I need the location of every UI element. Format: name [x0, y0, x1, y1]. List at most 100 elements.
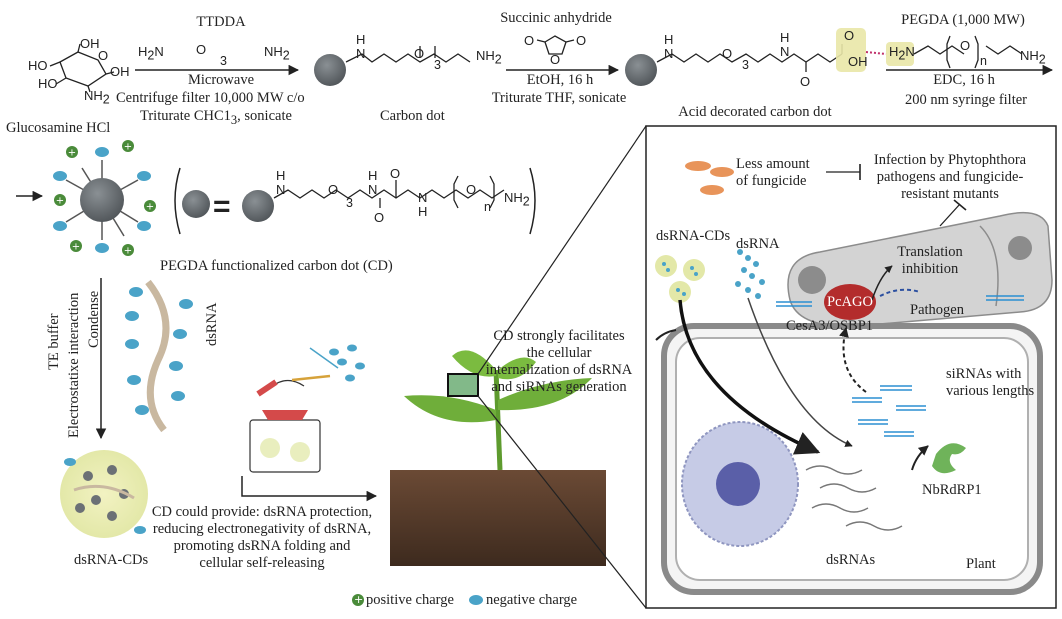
acid-h2: H: [780, 30, 790, 45]
pegda-nh: NH: [1020, 48, 1039, 63]
plant-sirnas: [852, 385, 926, 437]
pegda-nh-sub: 2: [1038, 52, 1046, 67]
pathogen-nucleus-1: [798, 266, 826, 294]
fungicide-particles: [685, 161, 734, 195]
svg-text:+: +: [124, 142, 132, 153]
plant-dsrnas: [805, 465, 903, 531]
formula-n2: N: [368, 182, 378, 197]
anhydride-o-right: O: [576, 33, 587, 48]
legend-dots: [352, 594, 483, 606]
triturate-text: Triturate CHC1: [140, 108, 231, 124]
legend-negative: negative charge: [486, 592, 578, 608]
cd-facilitates-line-3: internalization of dsRNA: [485, 362, 633, 378]
electrostatic-label: Electrostatixe interaction: [66, 292, 82, 438]
acid-sub3: 3: [742, 58, 749, 72]
acid-dot-core: [625, 54, 657, 86]
translation-arrow: [871, 265, 893, 301]
infection-line-2: pathogens and fungicide-: [876, 169, 1024, 185]
pegda-h2n: H2N: [889, 44, 915, 63]
acid-o: O: [722, 46, 733, 61]
succinic-anhydride-structure: [536, 35, 575, 55]
step2-condition-below: Triturate THF, sonicate: [491, 90, 627, 106]
chem-ho2: HO: [38, 76, 58, 91]
step1-condition-above: Microwave: [187, 72, 255, 88]
nh2-sub: 2: [282, 48, 290, 63]
panel-dsrna: [735, 249, 765, 299]
step3-condition-above: EDC, 16 h: [933, 72, 995, 88]
step1-nh2: NH2: [264, 44, 290, 63]
cd-provide-line-3: promoting dsRNA folding and: [173, 538, 351, 554]
acid-dot-chain: [656, 44, 843, 72]
svg-text:+: +: [68, 148, 76, 159]
dsrna-helix: [125, 279, 193, 433]
dsrnas-label: dsRNAs: [826, 552, 876, 568]
panel-dsrna-label: dsRNA: [736, 236, 780, 252]
cd-facilitates-line-4: and siRNAs generation: [491, 379, 627, 395]
triturate-sub: 3: [230, 112, 238, 127]
less-fungicide-line-1: Less amount: [736, 156, 810, 172]
nh-sub: 2: [102, 92, 110, 107]
bracket-left: [174, 167, 181, 235]
formula-nh-sub: 2: [522, 194, 530, 209]
cd-n: N: [356, 46, 366, 61]
h2n-sub: 2: [147, 48, 155, 63]
target-mrna: [879, 288, 921, 297]
triturate-tail: , sonicate: [237, 108, 292, 124]
cd-formula-dot: [242, 190, 274, 222]
pegda-o: O: [960, 38, 971, 53]
dsrna-cds-label: dsRNA-CDs: [74, 552, 149, 568]
rdrp-arrow: [911, 445, 929, 471]
inhibit-line-2: [939, 203, 961, 227]
entry-arrow-cds: [678, 299, 821, 455]
nbrdrp-label: NbRdRP1: [922, 482, 982, 498]
step1-h2n: H2N: [138, 44, 164, 63]
h2n-n: N: [154, 44, 164, 59]
pathogen-nucleus-2: [1008, 236, 1032, 260]
pegda-h2-sub: 2: [898, 48, 906, 63]
cd-h: H: [356, 32, 366, 47]
step1-chain-o: O: [196, 42, 207, 57]
sirnas-line-2: various lengths: [946, 383, 1035, 399]
cd-small-dot: [182, 190, 210, 218]
anhydride-o-mid: O: [550, 52, 561, 67]
h2n-h: H: [138, 44, 148, 59]
pegda-nh2: NH2: [1020, 48, 1046, 67]
step2-reagent: Succinic anhydride: [500, 10, 612, 26]
step1-condition-below-2: Triturate CHC13, sonicate: [140, 108, 292, 129]
zoom-line-bottom: [477, 395, 647, 609]
pcago-label: PcAGO: [827, 294, 873, 310]
panel-dsrna-cds-label: dsRNA-CDs: [656, 228, 731, 244]
cd-provide-line-2: reducing electronegativity of dsRNA,: [152, 521, 372, 537]
glucosamine-label: Glucosamine HCl: [6, 120, 111, 136]
te-buffer-label: TE buffer: [46, 313, 62, 371]
seedling: [390, 350, 606, 566]
formula-nh2: NH2: [504, 190, 530, 209]
bracket-right: [529, 167, 536, 235]
nbrdrp-protein: [932, 443, 966, 474]
pegda-chain: [913, 35, 1023, 69]
formula-o3: O: [390, 166, 401, 181]
plant-nucleolus: [716, 462, 760, 506]
plant-label: Plant: [966, 556, 996, 572]
enter-cell-arrow: [655, 329, 677, 341]
dsrna-vertical-label: dsRNA: [204, 302, 220, 346]
acid-n: N: [664, 46, 674, 61]
acid-oh: OH: [848, 54, 868, 69]
carbon-dot-chain: [345, 46, 471, 63]
svg-text:+: +: [56, 196, 64, 207]
cd-nh2-sub: 2: [494, 52, 502, 67]
cd-facilitates-line-2: the cellular: [526, 345, 592, 361]
formula-nh: NH: [504, 190, 523, 205]
legend-positive: positive charge: [366, 592, 454, 608]
acid-h: H: [664, 32, 674, 47]
acid-o2: O: [800, 74, 811, 89]
pegda-h: H: [889, 44, 899, 59]
formula-n1: N: [276, 182, 286, 197]
carbon-dot-label: Carbon dot: [380, 108, 445, 124]
cd-nh2: NH2: [476, 48, 502, 67]
svg-text:+: +: [72, 242, 80, 253]
acid-dot-label: Acid decorated carbon dot: [678, 104, 832, 120]
chem-oh2: OH: [110, 64, 130, 79]
positive-plus: +: [354, 593, 364, 606]
